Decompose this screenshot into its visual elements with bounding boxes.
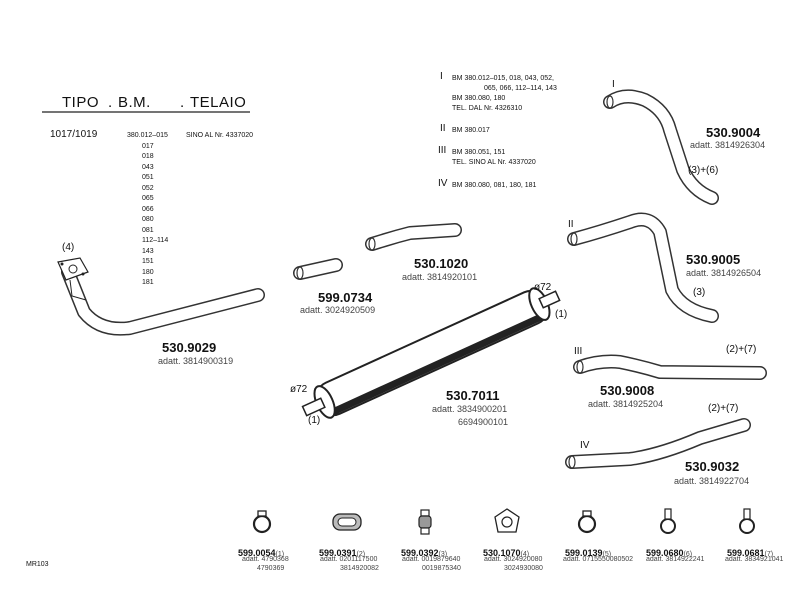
bm-item: 151 — [142, 258, 154, 265]
bm-item: 066 — [142, 205, 154, 213]
bm-item: 017 — [142, 142, 154, 150]
tailpipe-ii-drawing — [567, 212, 719, 323]
muffler-note-left: (1) — [308, 415, 321, 426]
accessory-3: 599.0392(3) — [401, 548, 448, 559]
part-adatt-530-1020: adatt. 3814920101 — [402, 272, 478, 282]
tailpipe-ii-roman: II — [568, 219, 574, 230]
legend-roman-iv: IV — [438, 178, 448, 189]
tailpipe-i-roman: I — [612, 79, 615, 90]
accessory-1-adatt2: 4790369 — [257, 565, 285, 572]
bm-item: 043 — [142, 163, 154, 171]
part-number-599-0734: 599.0734 — [318, 290, 373, 305]
tailpipe-iii-drawing — [573, 354, 767, 380]
connecting-pipe-drawing — [365, 223, 462, 251]
part-number-530-9008: 530.9008 — [600, 383, 655, 398]
legend-iv-text: BM 380.080, 081, 180, 181 — [452, 182, 537, 189]
bracket-clamp-icon — [660, 508, 676, 534]
muffler-drawing — [301, 287, 561, 419]
legend-i-text: BM 380.012–015, 018, 043, 052, 065, 066,… — [452, 75, 557, 112]
sleeve-drawing — [293, 258, 343, 280]
accessory-4-adatt2: 3024930080 — [504, 565, 543, 572]
part-adatt-530-9004: adatt. 3814926304 — [690, 140, 766, 150]
part-adatt-530-9032: adatt. 3814922704 — [674, 476, 750, 486]
accessory-1: 599.0054(1) — [238, 548, 285, 559]
hanger-icon — [418, 509, 432, 535]
accessory-2: 599.0391(2) — [319, 548, 366, 559]
accessory-5-adatt: adatt. 0715550080502 — [563, 556, 634, 563]
header-telaio: .TELAIO — [180, 94, 247, 111]
bm-item: 052 — [142, 184, 154, 192]
footer-code: MR103 — [26, 561, 49, 568]
header-tipo: TIPO — [62, 94, 100, 111]
bm-item: 181 — [142, 279, 154, 286]
accessory-7-adatt: adatt. 3834921041 — [725, 556, 784, 563]
part-adatt-530-9029: adatt. 3814900319 — [158, 356, 234, 366]
legend-iii-text: BM 380.051, 151 TEL. SINO AL Nr. 4337020 — [452, 149, 536, 166]
part-number-530-9032: 530.9032 — [685, 459, 740, 474]
tailpipe-iii-roman: III — [574, 346, 583, 357]
bm-item: 180 — [142, 268, 154, 276]
part-adatt2-530-7011: 6694900101 — [458, 417, 509, 427]
bm-item: 080 — [142, 216, 154, 223]
bm-item: 081 — [142, 226, 154, 234]
tailpipe-i-drawing — [603, 89, 719, 205]
bm-item: 143 — [142, 247, 154, 255]
clamp-icon — [577, 510, 597, 534]
tailpipe-iv-drawing — [565, 418, 751, 469]
tipo-value: 1017/1019 — [50, 129, 98, 140]
legend-roman-iii: III — [438, 145, 447, 156]
accessory-4: 530.1070(4) — [483, 548, 530, 559]
accessory-3-adatt: adatt. 0019879640 — [402, 556, 461, 563]
rubber-mount-icon — [332, 513, 362, 531]
clamp-icon — [252, 510, 272, 534]
accessory-2-adatt2: 3814920082 — [340, 565, 379, 572]
legend-ii-text: BM 380.017 — [452, 127, 490, 134]
tailpipe-i-note: (3)+(6) — [688, 165, 719, 176]
part-number-530-9029: 530.9029 — [162, 340, 217, 355]
legend-roman-ii: II — [440, 123, 446, 134]
part-adatt-530-9008: adatt. 3814925204 — [588, 399, 664, 409]
accessory-6-adatt: adatt. 3814922241 — [646, 556, 705, 563]
accessory-2-adatt: adatt. 0201117500 — [320, 556, 378, 563]
header-bm: .B.M. — [108, 94, 151, 111]
part-adatt-530-9005: adatt. 3814926504 — [686, 268, 762, 278]
bracket-clamp-icon — [739, 508, 755, 534]
accessory-6: 599.0680(6) — [646, 548, 693, 559]
bm-item: 065 — [142, 195, 154, 202]
part-number-530-9005: 530.9005 — [686, 252, 741, 267]
bm-list: 380.012–015 017 018 043 051 052 065 066 … — [127, 131, 168, 289]
tailpipe-iv-note: (2)+(7) — [708, 403, 739, 414]
legend-roman-i: I — [440, 71, 443, 82]
tailpipe-ii-note: (3) — [693, 287, 706, 298]
accessory-3-adatt2: 0019875340 — [422, 565, 461, 572]
part-number-530-7011: 530.7011 — [446, 388, 500, 403]
part-adatt-599-0734: adatt. 3024920509 — [300, 305, 376, 315]
telaio-value: SINO AL Nr. 4337020 — [186, 132, 254, 139]
part-number-530-9004: 530.9004 — [706, 125, 761, 140]
muffler-diameter-left: ø72 — [290, 384, 308, 395]
accessory-5: 599.0139(5) — [565, 548, 612, 559]
front-pipe-drawing — [57, 257, 265, 336]
accessory-7: 599.0681(7) — [727, 548, 774, 559]
part-number-530-1020: 530.1020 — [414, 256, 469, 271]
bm-item: 112–114 — [142, 237, 169, 244]
bm-item: 018 — [142, 153, 154, 160]
accessory-4-adatt: adatt. 3024920080 — [484, 556, 543, 563]
bm-item: 051 — [142, 174, 154, 181]
accessory-1-adatt: adatt. 4790368 — [242, 556, 289, 563]
part-adatt-530-7011: adatt. 3834900201 — [432, 404, 508, 414]
bm-item: 380.012–015 — [127, 132, 168, 139]
muffler-diameter-right: ø72 — [534, 282, 552, 293]
gasket-icon — [494, 508, 520, 533]
muffler-note-right: (1) — [555, 309, 568, 320]
front-pipe-note: (4) — [62, 242, 75, 253]
tailpipe-iii-note: (2)+(7) — [726, 344, 757, 355]
tailpipe-iv-roman: IV — [580, 440, 590, 451]
